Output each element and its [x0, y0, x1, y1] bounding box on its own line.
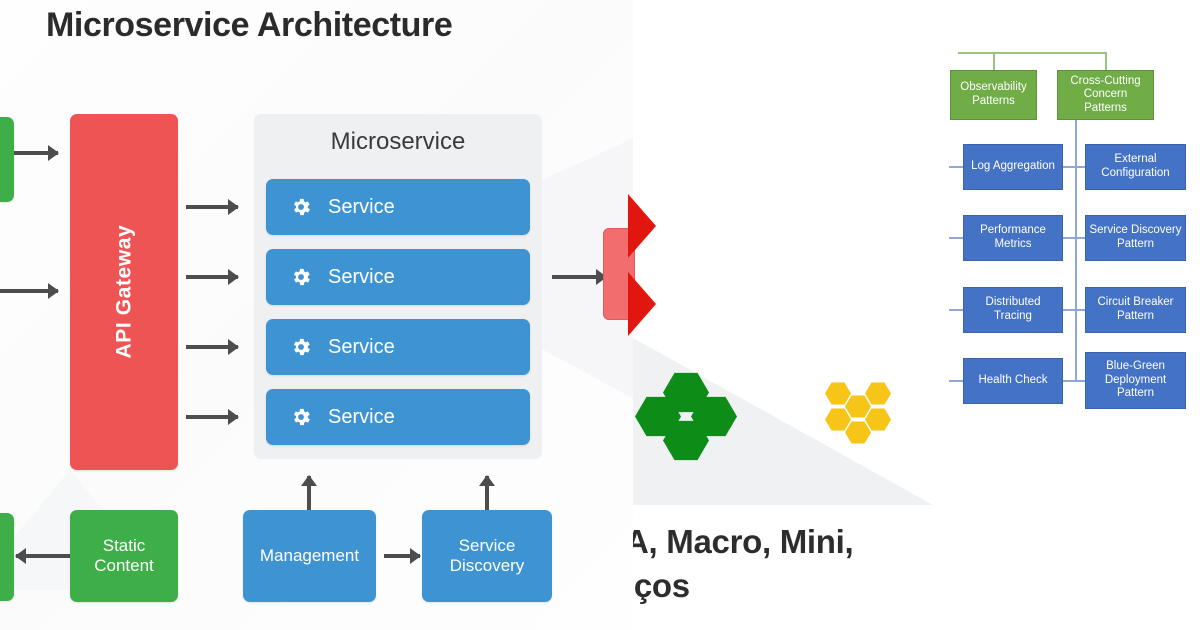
tree-node-blue-green-deployment-pattern: Blue-Green Deployment Pattern — [1085, 352, 1186, 409]
service-label: Service — [328, 195, 395, 218]
green-hexagon-cluster-icon — [635, 372, 750, 468]
clipped-heading-line-2: iços — [633, 566, 690, 604]
service-label: Service — [328, 335, 395, 358]
microservice-container-title: Microservice — [330, 128, 466, 155]
clipped-heading: A, Macro, Mini, iços — [633, 520, 854, 607]
static-content-label-line2: Content — [94, 556, 154, 575]
tree-node-circuit-breaker-pattern: Circuit Breaker Pattern — [1085, 287, 1186, 333]
gear-icon — [293, 198, 310, 216]
microservice-architecture-panel: Microservice Architecture API Gateway Mi… — [0, 0, 633, 630]
arrow-gateway-to-service-1 — [186, 205, 238, 209]
arrow-service-to-external — [552, 275, 606, 279]
arrow-management-to-service-discovery — [384, 554, 420, 558]
arrow-service-discovery-up — [485, 476, 489, 510]
service-discovery-node: Service Discovery — [422, 510, 552, 602]
arrow-management-up — [307, 476, 311, 510]
gear-icon — [293, 268, 310, 286]
tree-connector-stub — [949, 309, 963, 311]
api-gateway-label: API Gateway — [112, 225, 136, 359]
arrow-client-to-gateway — [14, 151, 58, 155]
tree-node-performance-metrics: Performance Metrics — [963, 215, 1063, 261]
gear-icon — [293, 338, 310, 356]
tree-connector-spine — [1075, 120, 1077, 382]
page-title: Microservice Architecture — [46, 6, 453, 44]
service-label: Service — [328, 405, 395, 428]
static-content-label-line1: Static — [102, 535, 146, 555]
tree-connector-stub — [949, 237, 963, 239]
service-node-4: Service — [266, 389, 530, 445]
tree-connector-stub — [1063, 309, 1085, 311]
tree-connector-horizontal — [958, 52, 1106, 54]
tree-connector-stub — [1063, 380, 1085, 382]
tree-node-service-discovery-pattern: Service Discovery Pattern — [1085, 215, 1186, 261]
api-gateway-node: API Gateway — [70, 114, 178, 470]
static-content-node: Static Content — [70, 510, 178, 602]
tree-connector-stub — [949, 380, 963, 382]
arrow-static-content-to-cdn — [16, 554, 70, 558]
service-discovery-label-line2: Discovery — [449, 556, 525, 575]
service-label: Service — [328, 265, 395, 288]
service-discovery-label-line1: Service — [458, 535, 516, 555]
tree-node-distributed-tracing: Distributed Tracing — [963, 287, 1063, 333]
clipped-heading-line-1: A, Macro, Mini, — [633, 523, 854, 560]
tree-node-external-configuration: External Configuration — [1085, 144, 1186, 190]
tree-node-cross-cutting-concern-patterns: Cross-Cutting Concern Patterns — [1057, 70, 1154, 120]
tree-node-observability-patterns: Observability Patterns — [950, 70, 1037, 120]
management-label: Management — [259, 545, 360, 565]
arrow-gateway-to-service-4 — [186, 415, 238, 419]
arrow-mobile-to-gateway — [0, 289, 58, 293]
tree-connector-observability — [993, 52, 995, 71]
red-chevron-icon — [628, 272, 656, 336]
gear-icon — [293, 408, 310, 426]
tree-connector-stub — [949, 166, 963, 168]
service-node-3: Service — [266, 319, 530, 375]
red-chevron-icon — [628, 194, 656, 258]
cdn-node-clipped — [0, 513, 14, 601]
tree-connector-stub — [1063, 166, 1085, 168]
tree-node-health-check: Health Check — [963, 358, 1063, 404]
tree-connector-cross-cutting — [1105, 52, 1107, 71]
management-node: Management — [243, 510, 376, 602]
tree-connector-stub — [1063, 237, 1085, 239]
tree-node-log-aggregation: Log Aggregation — [963, 144, 1063, 190]
client-node-clipped — [0, 117, 14, 202]
service-node-1: Service — [266, 179, 530, 235]
logo-and-heading-panel: A, Macro, Mini, iços — [633, 0, 935, 630]
yellow-honeycomb-icon — [823, 382, 893, 444]
arrow-gateway-to-service-2 — [186, 275, 238, 279]
arrow-gateway-to-service-3 — [186, 345, 238, 349]
pattern-tree-panel: Observability Patterns Cross-Cutting Con… — [935, 0, 1200, 630]
service-node-2: Service — [266, 249, 530, 305]
